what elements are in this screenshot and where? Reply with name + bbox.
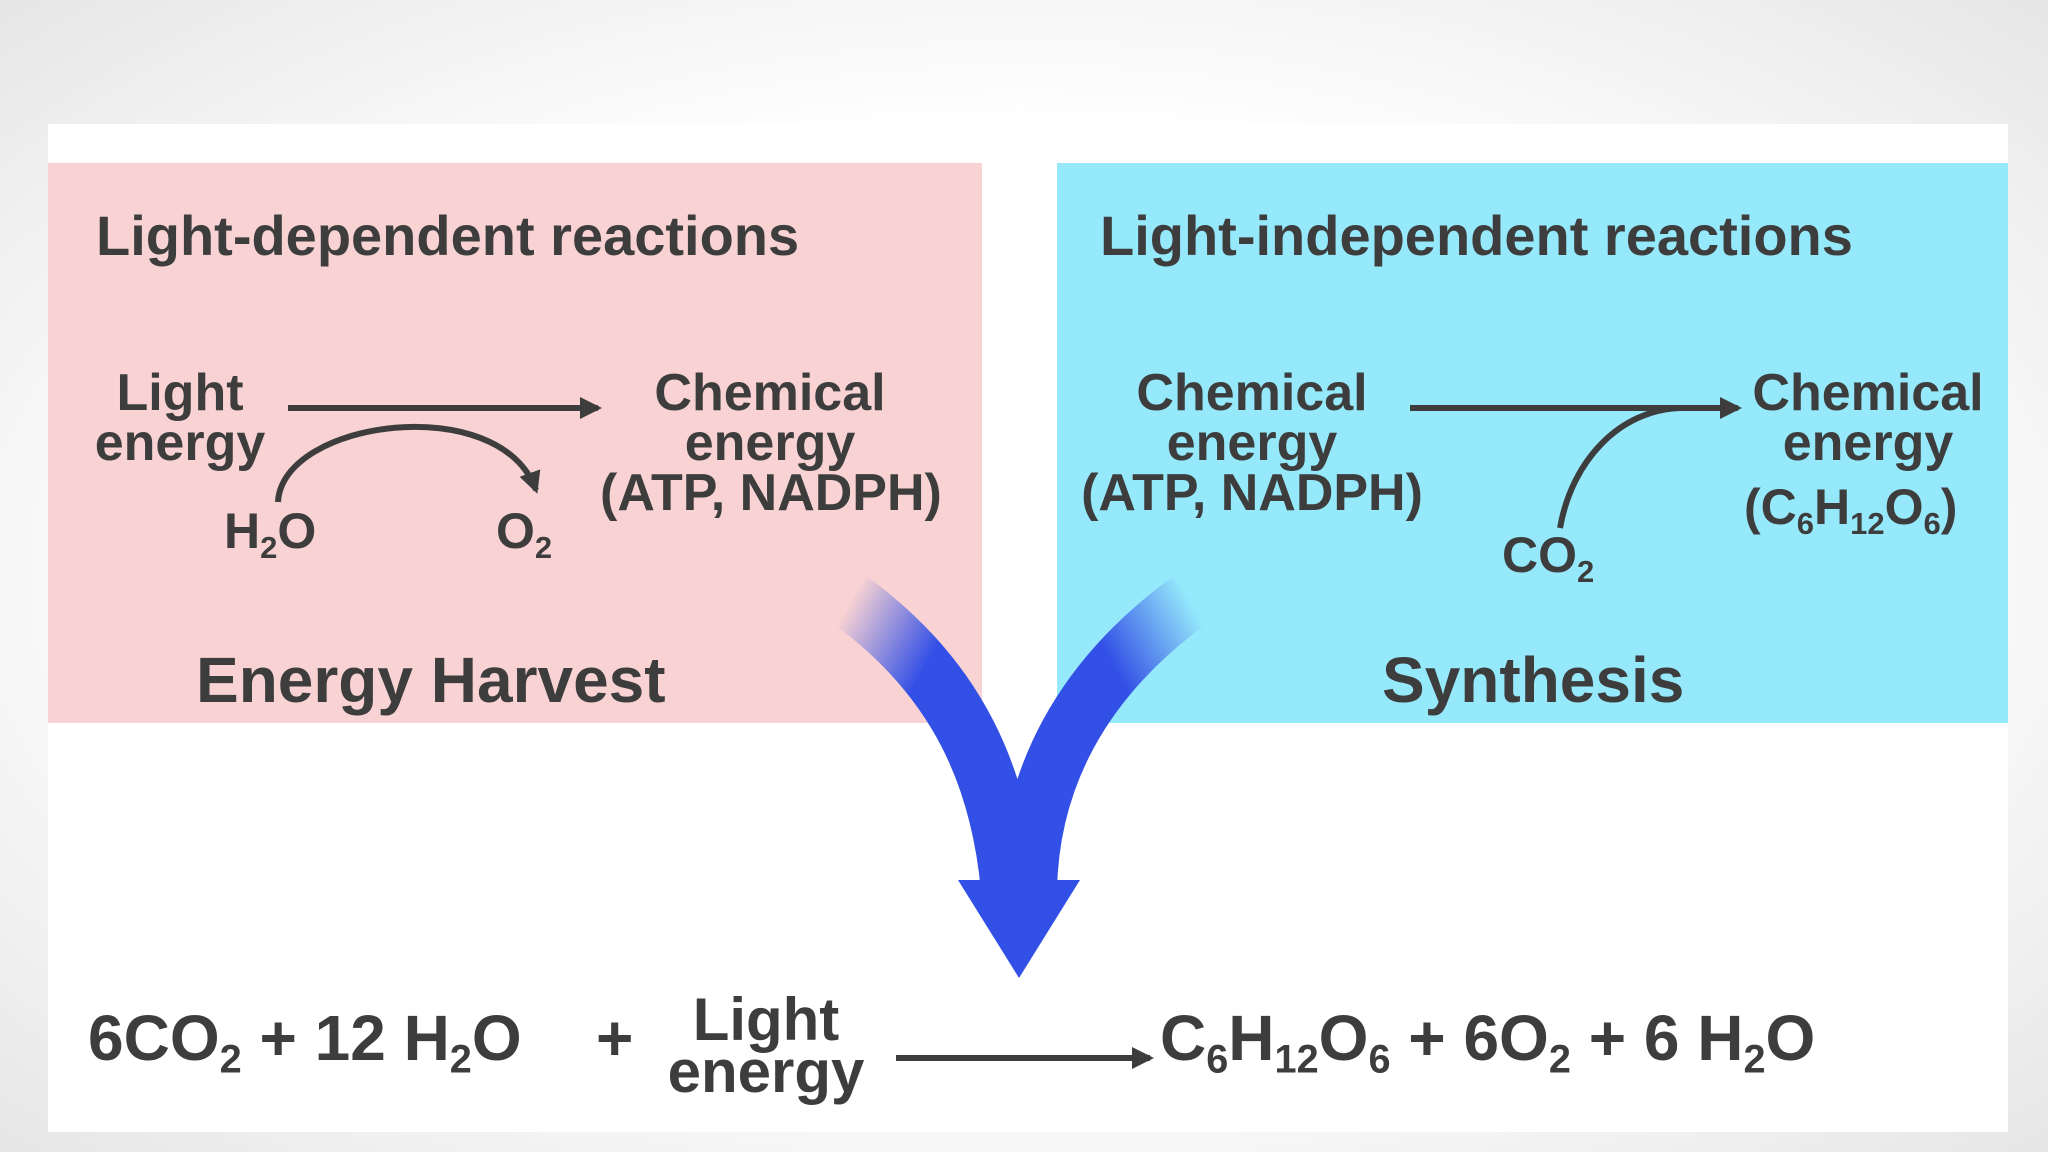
glucose-output-line1: Chemical bbox=[1752, 364, 1984, 422]
light-energy-input-line1: Light bbox=[116, 364, 244, 422]
equation-plus: + bbox=[596, 1002, 634, 1074]
glucose-sub-1: 6 bbox=[1796, 505, 1815, 541]
glucose-formula: (C6H12O6) bbox=[1744, 482, 1957, 539]
light-energy-input: Light energy bbox=[80, 364, 280, 472]
light-independent-title: Light-independent reactions bbox=[1100, 204, 1853, 267]
glucose-part-2: H bbox=[1814, 479, 1851, 535]
co2-subscript: 2 bbox=[1577, 553, 1595, 589]
product-sub-2: 12 bbox=[1274, 1037, 1319, 1082]
chemical-energy-output-line1: Chemical bbox=[654, 364, 886, 422]
light-dependent-panel bbox=[48, 163, 982, 723]
glucose-sub-3: 6 bbox=[1923, 505, 1941, 541]
equation-energy-line1: Light bbox=[692, 986, 840, 1053]
merge-arrow-right-stroke bbox=[999, 576, 1208, 891]
light-energy-input-line2: energy bbox=[94, 414, 266, 472]
product-sub-5: 2 bbox=[1743, 1037, 1766, 1082]
product-part-2: H bbox=[1228, 1002, 1275, 1074]
chemical-energy-input-line2: energy bbox=[1166, 414, 1338, 472]
reactant-sub-2: 2 bbox=[449, 1037, 472, 1082]
h2o-tail: O bbox=[277, 503, 317, 559]
light-dependent-title: Light-dependent reactions bbox=[96, 204, 800, 267]
water-to-oxygen-arrow bbox=[275, 423, 541, 503]
chemical-energy-input-line1: Chemical bbox=[1136, 364, 1368, 422]
co2-merge-curve bbox=[1557, 405, 1681, 529]
glucose-output-line2: energy bbox=[1782, 414, 1954, 472]
product-sub-3: 6 bbox=[1368, 1037, 1391, 1082]
product-part-5: + 6 H bbox=[1570, 1002, 1744, 1074]
glucose-part-1: (C bbox=[1744, 479, 1797, 535]
product-sub-4: 2 bbox=[1548, 1037, 1571, 1082]
reactant-part-1: 6CO bbox=[88, 1002, 220, 1074]
synthesis-caption: Synthesis bbox=[1382, 644, 1685, 716]
equation-light-energy: Light energy bbox=[656, 986, 876, 1105]
equation-reactants: 6CO2 + 12 H2O bbox=[88, 1006, 522, 1080]
glucose-part-3: O bbox=[1884, 479, 1924, 535]
h2o-subscript: 2 bbox=[260, 529, 278, 565]
reactant-part-3: O bbox=[471, 1002, 522, 1074]
co2-symbol: CO bbox=[1502, 527, 1577, 583]
equation-products: C6H12O6 + 6O2 + 6 H2O bbox=[1160, 1006, 1815, 1080]
chemical-energy-glucose-output: Chemical energy bbox=[1728, 364, 2008, 472]
chemical-energy-input-line3: (ATP, NADPH) bbox=[1081, 464, 1423, 522]
o2-symbol: O bbox=[496, 503, 535, 559]
energy-harvest-caption: Energy Harvest bbox=[196, 644, 666, 716]
chemical-energy-input: Chemical energy (ATP, NADPH) bbox=[1052, 364, 1452, 522]
equation-energy-line2: energy bbox=[667, 1038, 865, 1105]
chemical-energy-output: Chemical energy (ATP, NADPH) bbox=[540, 364, 942, 522]
o2-output: O2 bbox=[496, 506, 552, 563]
chemical-energy-output-line2: energy bbox=[684, 414, 856, 472]
merge-arrow-head bbox=[958, 880, 1080, 978]
product-sub-1: 6 bbox=[1206, 1037, 1229, 1082]
product-part-4: + 6O bbox=[1390, 1002, 1549, 1074]
product-part-1: C bbox=[1160, 1002, 1207, 1074]
product-part-6: O bbox=[1765, 1002, 1816, 1074]
glucose-sub-2: 12 bbox=[1850, 505, 1885, 541]
product-part-3: O bbox=[1318, 1002, 1369, 1074]
merge-arrow-left-stroke bbox=[832, 576, 1039, 893]
h2o-symbol: H bbox=[224, 503, 261, 559]
co2-input: CO2 bbox=[1502, 530, 1594, 587]
o2-subscript: 2 bbox=[534, 529, 553, 565]
reactant-part-2: + 12 H bbox=[241, 1002, 450, 1074]
light-independent-panel bbox=[1057, 163, 2008, 723]
glucose-part-4: ) bbox=[1940, 479, 1958, 535]
reactant-sub-1: 2 bbox=[219, 1037, 242, 1082]
h2o-input: H2O bbox=[224, 506, 316, 563]
chemical-energy-output-line3: (ATP, NADPH) bbox=[600, 464, 942, 522]
